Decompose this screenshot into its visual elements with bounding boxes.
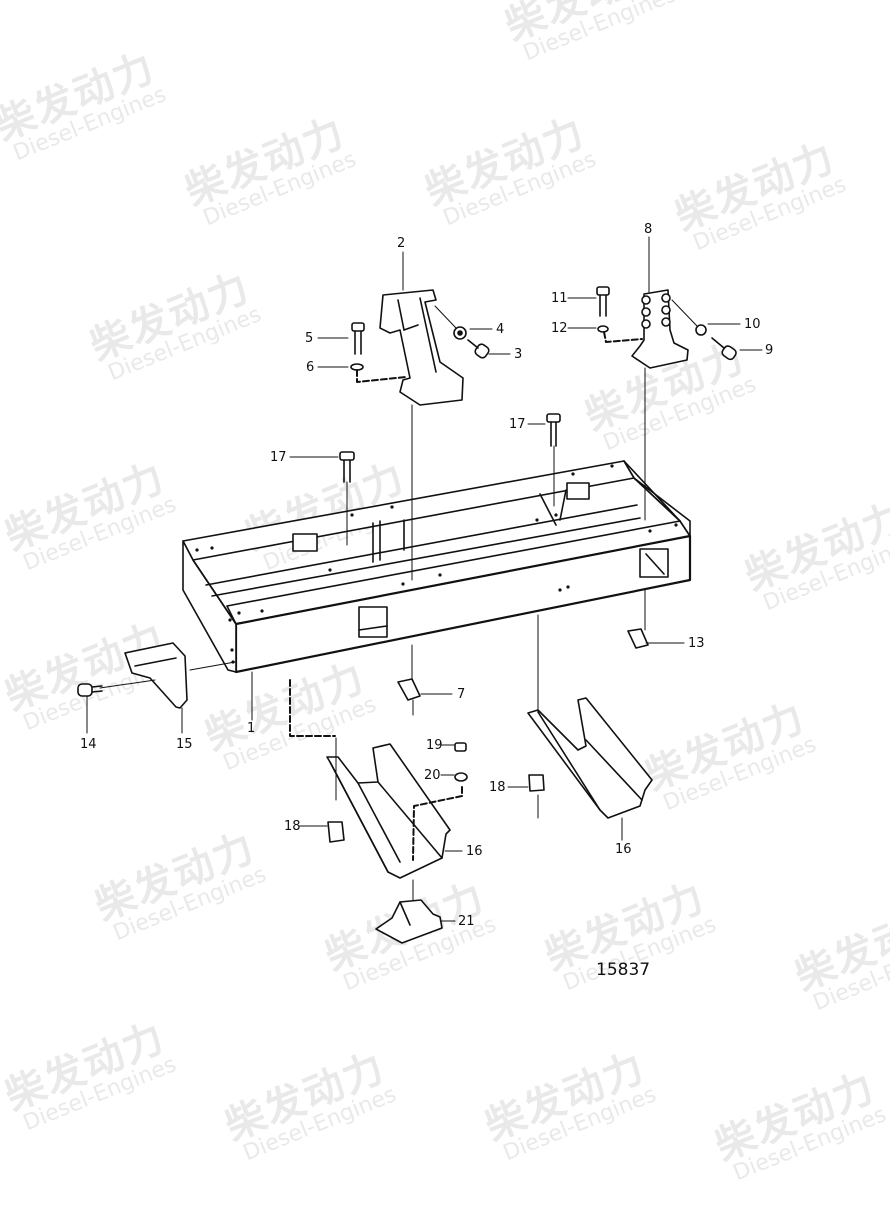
callout-12: 12 <box>551 321 568 336</box>
callout-1: 1 <box>247 721 256 736</box>
bracket-part-8 <box>596 263 737 521</box>
callout-5: 5 <box>305 331 314 346</box>
callout-leader-lines <box>289 236 763 922</box>
callout-3: 3 <box>514 347 523 362</box>
callout-10: 10 <box>744 317 761 332</box>
callout-17-left: 17 <box>270 450 287 465</box>
drawing-number: 15837 <box>596 960 651 980</box>
callout-18-right: 18 <box>489 780 506 795</box>
callout-14: 14 <box>80 737 97 752</box>
rubber-mount-part-21 <box>375 899 443 944</box>
callout-16-right: 16 <box>615 842 632 857</box>
callout-6: 6 <box>306 360 315 375</box>
spacer-plates <box>397 589 649 716</box>
callout-11: 11 <box>551 291 568 306</box>
callout-7: 7 <box>457 687 466 702</box>
frame-part-1 <box>182 460 692 674</box>
callout-15: 15 <box>176 737 193 752</box>
callout-21: 21 <box>458 914 475 929</box>
callout-17-right: 17 <box>509 417 526 432</box>
callout-18-left: 18 <box>284 819 301 834</box>
callout-19: 19 <box>426 738 443 753</box>
callout-13: 13 <box>688 636 705 651</box>
support-rail-left <box>289 679 468 906</box>
callout-16-left: 16 <box>466 844 483 859</box>
bracket-part-2 <box>379 259 464 581</box>
callout-4: 4 <box>496 322 505 337</box>
callout-9: 9 <box>765 343 774 358</box>
callout-8: 8 <box>644 222 653 237</box>
support-rail-right <box>527 614 653 841</box>
side-bracket-part-15 <box>77 642 253 734</box>
bolts-17 <box>339 413 561 546</box>
callout-20: 20 <box>424 768 441 783</box>
fasteners-3-6 <box>350 305 490 383</box>
callout-2: 2 <box>397 236 406 251</box>
